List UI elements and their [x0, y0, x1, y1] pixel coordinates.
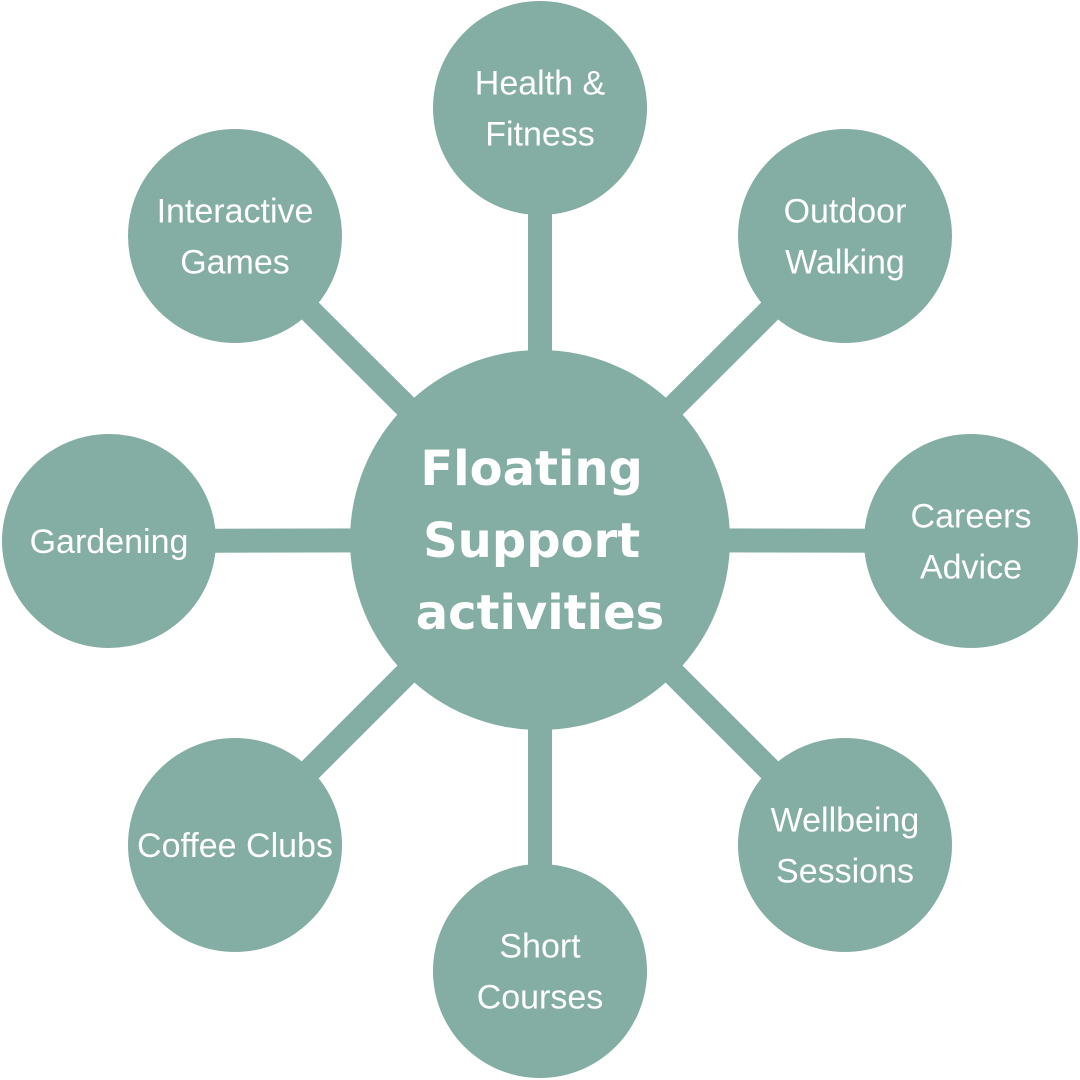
node-circle [738, 129, 952, 343]
node-circle [864, 434, 1078, 648]
node-label-line: Games [180, 244, 290, 282]
center-label-line-2: Support [423, 513, 640, 569]
center-label: Floating Support activities [416, 441, 665, 641]
node-label-line: Short [499, 928, 581, 966]
node-label-line: Careers [911, 498, 1032, 536]
node-health-fitness: Health & Fitness [433, 1, 647, 215]
node-label-line: Outdoor [784, 193, 907, 231]
center-label-line-1: Floating [420, 441, 643, 497]
node-label-line: Walking [785, 244, 905, 282]
node-label-line: Wellbeing [771, 802, 920, 840]
center-node: Floating Support activities [350, 350, 730, 730]
node-circle [2, 434, 216, 648]
node-label: Gardening [30, 523, 189, 561]
node-circle [128, 129, 342, 343]
node-circle [128, 738, 342, 952]
node-circle [433, 864, 647, 1078]
node-label-line: Advice [920, 549, 1022, 587]
node-label: Coffee Clubs [137, 827, 333, 865]
node-circle [738, 738, 952, 952]
center-label-line-3: activities [416, 585, 665, 641]
node-circle [433, 1, 647, 215]
node-label-line: Fitness [485, 116, 595, 154]
node-label-line: Sessions [776, 853, 914, 891]
node-coffee-clubs: Coffee Clubs [128, 738, 342, 952]
node-gardening: Gardening [2, 434, 216, 648]
node-label-line: Coffee Clubs [137, 827, 333, 865]
center-circle [350, 350, 730, 730]
node-label-line: Courses [477, 979, 604, 1017]
node-label-line: Health & [475, 65, 606, 103]
node-label: Health & Fitness [475, 65, 606, 154]
node-label-line: Gardening [30, 523, 189, 561]
node-label-line: Interactive [157, 193, 314, 231]
